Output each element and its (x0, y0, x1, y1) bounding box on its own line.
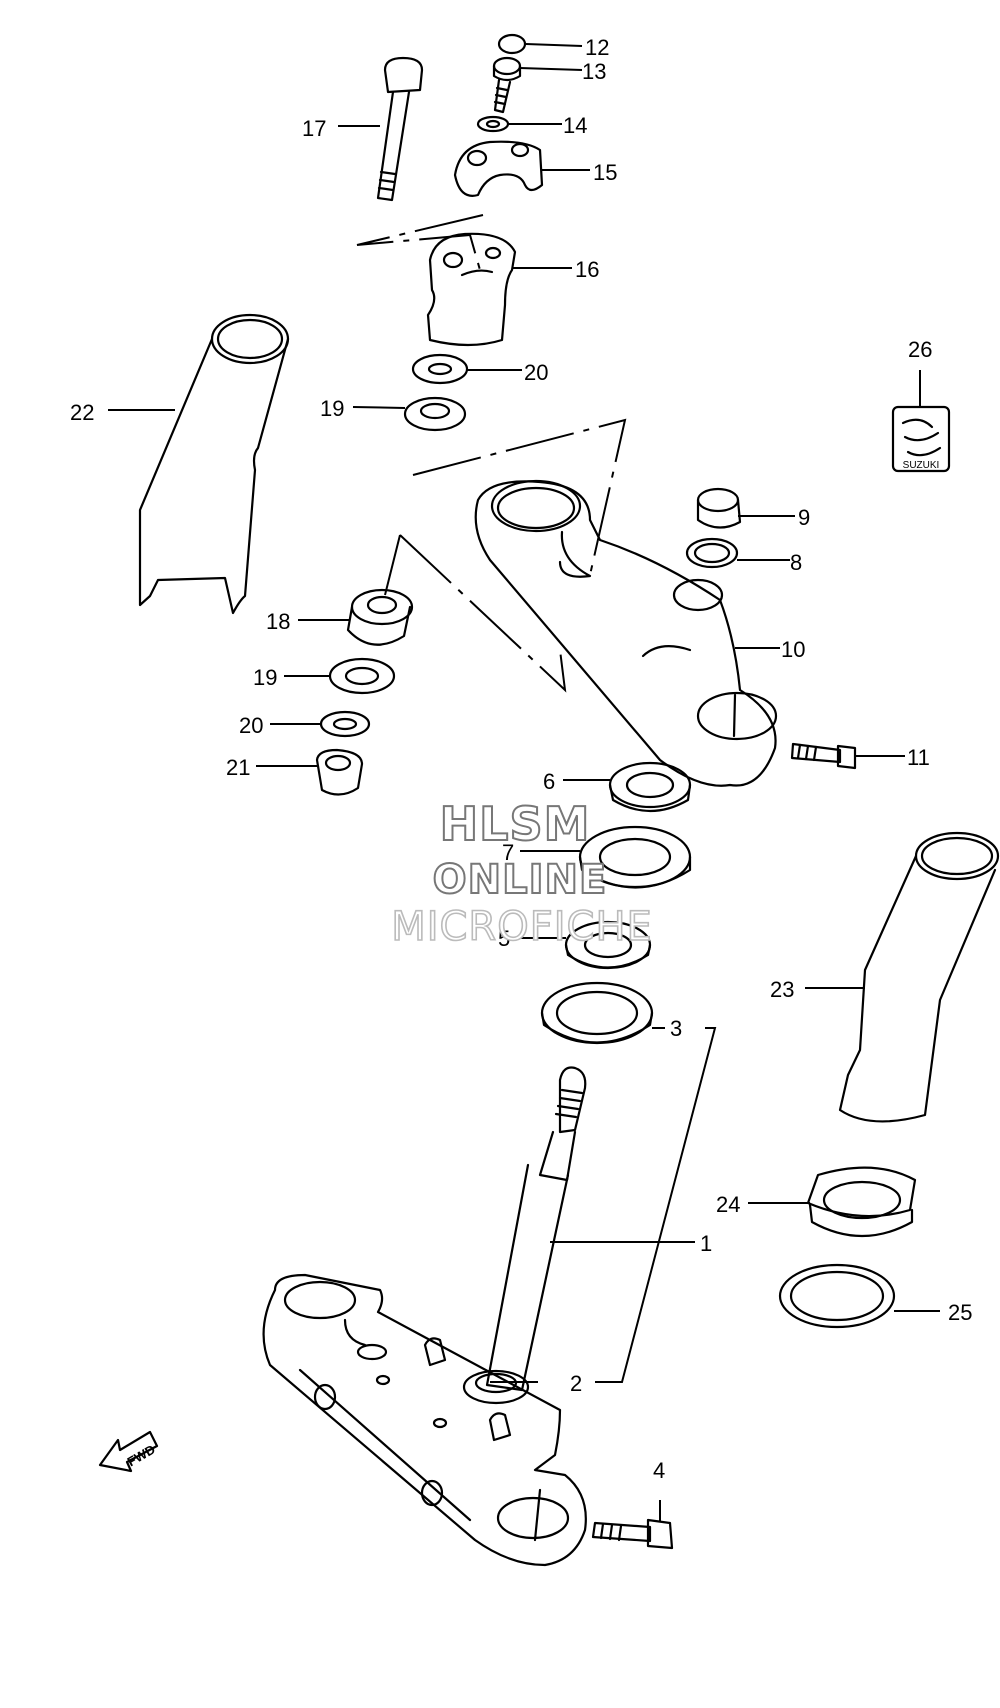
part-26-emblem: SUZUKI (891, 405, 951, 473)
callout-25: 25 (948, 1300, 972, 1325)
callout-17: 17 (302, 116, 326, 141)
callout-1: 1 (700, 1231, 712, 1256)
part-14-lock-washer (476, 115, 510, 133)
part-21-nut (315, 748, 364, 796)
callout-19b: 19 (253, 665, 277, 690)
callout-18: 18 (266, 609, 290, 634)
part-12-cap (497, 33, 527, 55)
callout-14: 14 (563, 113, 587, 138)
callout-22: 22 (70, 400, 94, 425)
part-22-fork-cover-left (138, 313, 290, 615)
fwd-text: FWD (125, 1442, 158, 1470)
callout-21: 21 (226, 755, 250, 780)
part-23-fork-cover-right (838, 831, 1000, 1123)
watermark: HLSM ONLINE MICROFICHE (390, 796, 653, 951)
callout-20b: 20 (239, 713, 263, 738)
callout-8: 8 (790, 550, 802, 575)
part-11-bolt (790, 742, 857, 770)
part-19-cushion-lower (328, 657, 396, 695)
leader-lines (108, 43, 940, 1522)
part-6-steering-stem-nut (608, 761, 692, 813)
callout-7: 7 (502, 840, 514, 865)
watermark-line3: MICROFICHE (391, 904, 653, 950)
callout-15: 15 (593, 160, 617, 185)
callout-9: 9 (798, 505, 810, 530)
callout-24: 24 (716, 1192, 740, 1217)
callout-26: 26 (908, 337, 932, 362)
callout-19a: 19 (320, 396, 344, 421)
guide-line-lower (384, 534, 567, 693)
callout-23: 23 (770, 977, 794, 1002)
part-9-cap-nut (696, 487, 742, 529)
callout-labels: 12 13 14 15 16 17 20 19 22 26 9 8 10 11 … (70, 35, 972, 1483)
part-13-screw (492, 56, 522, 114)
part-5-bearing-upper (564, 920, 652, 970)
part-4-bolt (591, 1518, 674, 1550)
callout-13: 13 (582, 59, 606, 84)
part-24-ring-nut (806, 1166, 917, 1237)
part-20-washer-lower (319, 710, 371, 738)
part-15-handlebar-holder-upper (453, 140, 544, 197)
part-1-steering-stem-lower-bracket (262, 1066, 587, 1567)
emblem-text: SUZUKI (903, 460, 940, 471)
fwd-direction-arrow: FWD (98, 1430, 159, 1473)
callout-20a: 20 (524, 360, 548, 385)
callout-3: 3 (670, 1016, 682, 1041)
callout-4: 4 (653, 1458, 665, 1483)
part-25-washer (778, 1263, 896, 1329)
part-20-washer-upper (411, 353, 469, 385)
watermark-line2: ONLINE (433, 857, 608, 903)
part-18-spacer (346, 588, 414, 646)
guide-line-middle (412, 418, 627, 576)
part-3-bearing-lower (540, 981, 654, 1045)
part-16-handlebar-holder-lower (426, 232, 517, 347)
callout-16: 16 (575, 257, 599, 282)
watermark-line1: HLSM (440, 797, 591, 851)
callout-11: 11 (907, 745, 930, 770)
guide-line-upper (356, 214, 484, 271)
callout-2: 2 (570, 1371, 582, 1396)
part-7-dust-seal (578, 825, 692, 889)
callout-6: 6 (543, 769, 555, 794)
callout-10: 10 (781, 637, 805, 662)
part-10-steering-stem-upper-bracket (474, 479, 778, 787)
part-8-washer (685, 537, 739, 569)
callout-5: 5 (498, 926, 510, 951)
callout-12: 12 (585, 35, 609, 60)
part-17-bolt (376, 56, 424, 202)
part-19-cushion-upper (403, 396, 467, 432)
